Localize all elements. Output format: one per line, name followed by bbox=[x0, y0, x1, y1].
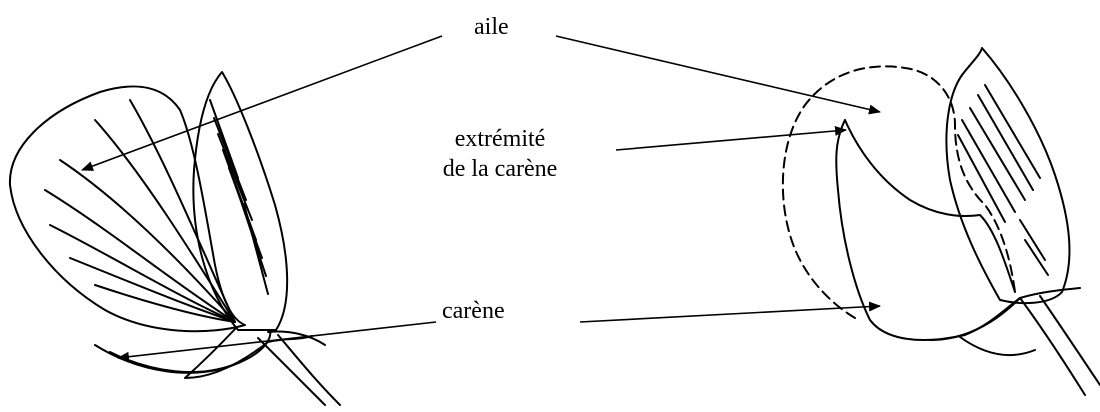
label-extremite-line2: de la carène bbox=[442, 156, 558, 182]
arrow-extremite bbox=[615, 125, 847, 151]
label-aile: aile bbox=[474, 14, 509, 40]
right-flower-drawing bbox=[781, 47, 1100, 396]
label-extremite-carene: extrémité de la carène bbox=[408, 124, 592, 184]
arrow-carene-left bbox=[117, 321, 437, 362]
label-extremite-line1: extrémité bbox=[454, 126, 546, 152]
left-flower-drawing bbox=[8, 71, 341, 406]
arrow-aile-left bbox=[81, 35, 443, 171]
label-carene: carène bbox=[442, 298, 505, 324]
right-standard-petal bbox=[945, 47, 1071, 305]
left-wing-petal bbox=[8, 85, 246, 333]
right-wing-dashed-outline bbox=[781, 65, 1016, 319]
arrow-aile-right bbox=[555, 35, 881, 115]
arrow-carene-right bbox=[579, 301, 881, 323]
leader-lines bbox=[81, 35, 881, 362]
